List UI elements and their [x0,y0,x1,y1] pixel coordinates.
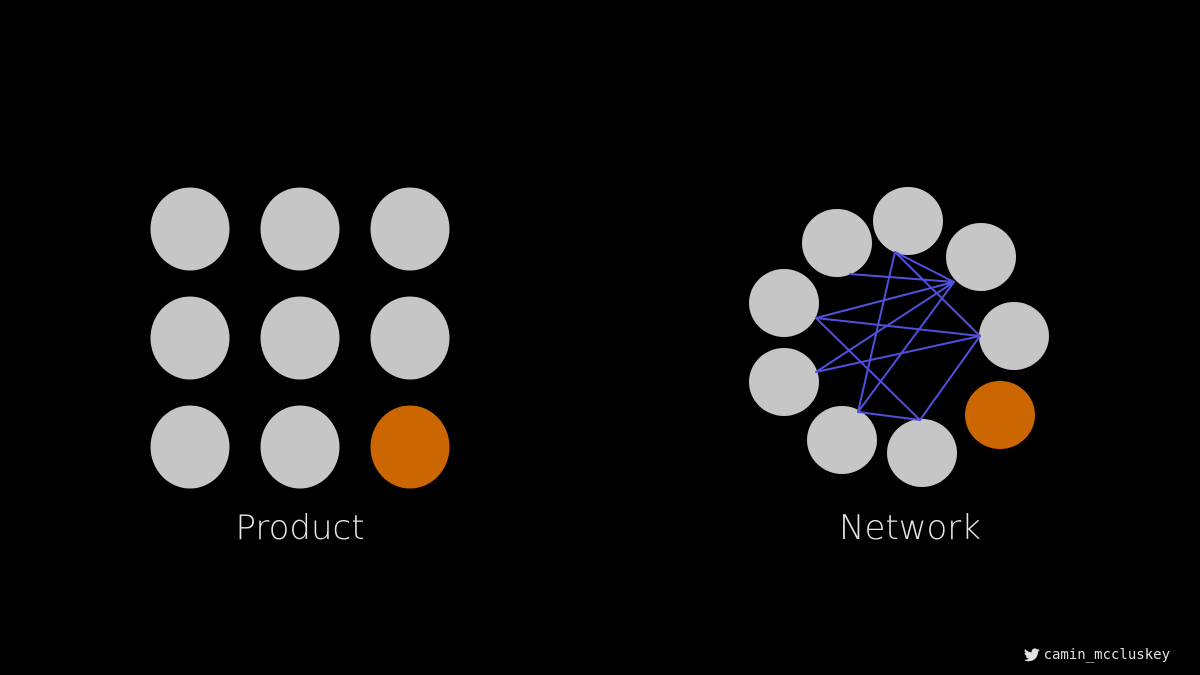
twitter-handle: camin_mccluskey [1043,647,1170,663]
network-edge [849,273,955,283]
network-node [946,223,1016,291]
network-nodes [749,187,1049,487]
network-edge [857,411,921,421]
network-label: Network [839,508,981,548]
network-node [873,187,943,255]
network-node [807,406,877,474]
network-edge [815,281,955,319]
network-edge [815,317,921,421]
network-node-highlighted [965,381,1035,449]
product-node [260,187,340,271]
network-edge [919,335,981,421]
product-node [150,405,230,489]
product-node [260,296,340,380]
network-edge [857,281,955,413]
product-node [370,296,450,380]
network-node [749,269,819,337]
product-node [260,405,340,489]
product-node [370,187,450,271]
network-edge [815,335,981,373]
network-edge [815,281,955,373]
product-grid [150,187,450,489]
credit: camin_mccluskey [1023,645,1170,665]
product-node [150,187,230,271]
network-edges [815,251,981,421]
twitter-bird-icon [1023,648,1040,662]
network-edge [894,251,955,283]
network-edge [894,251,981,337]
product-node [150,296,230,380]
network-node [749,348,819,416]
network-node [887,419,957,487]
product-node-highlighted [370,405,450,489]
network-node [802,209,872,277]
product-label: Product [235,508,365,548]
network-node [979,302,1049,370]
network-edge [815,317,981,337]
